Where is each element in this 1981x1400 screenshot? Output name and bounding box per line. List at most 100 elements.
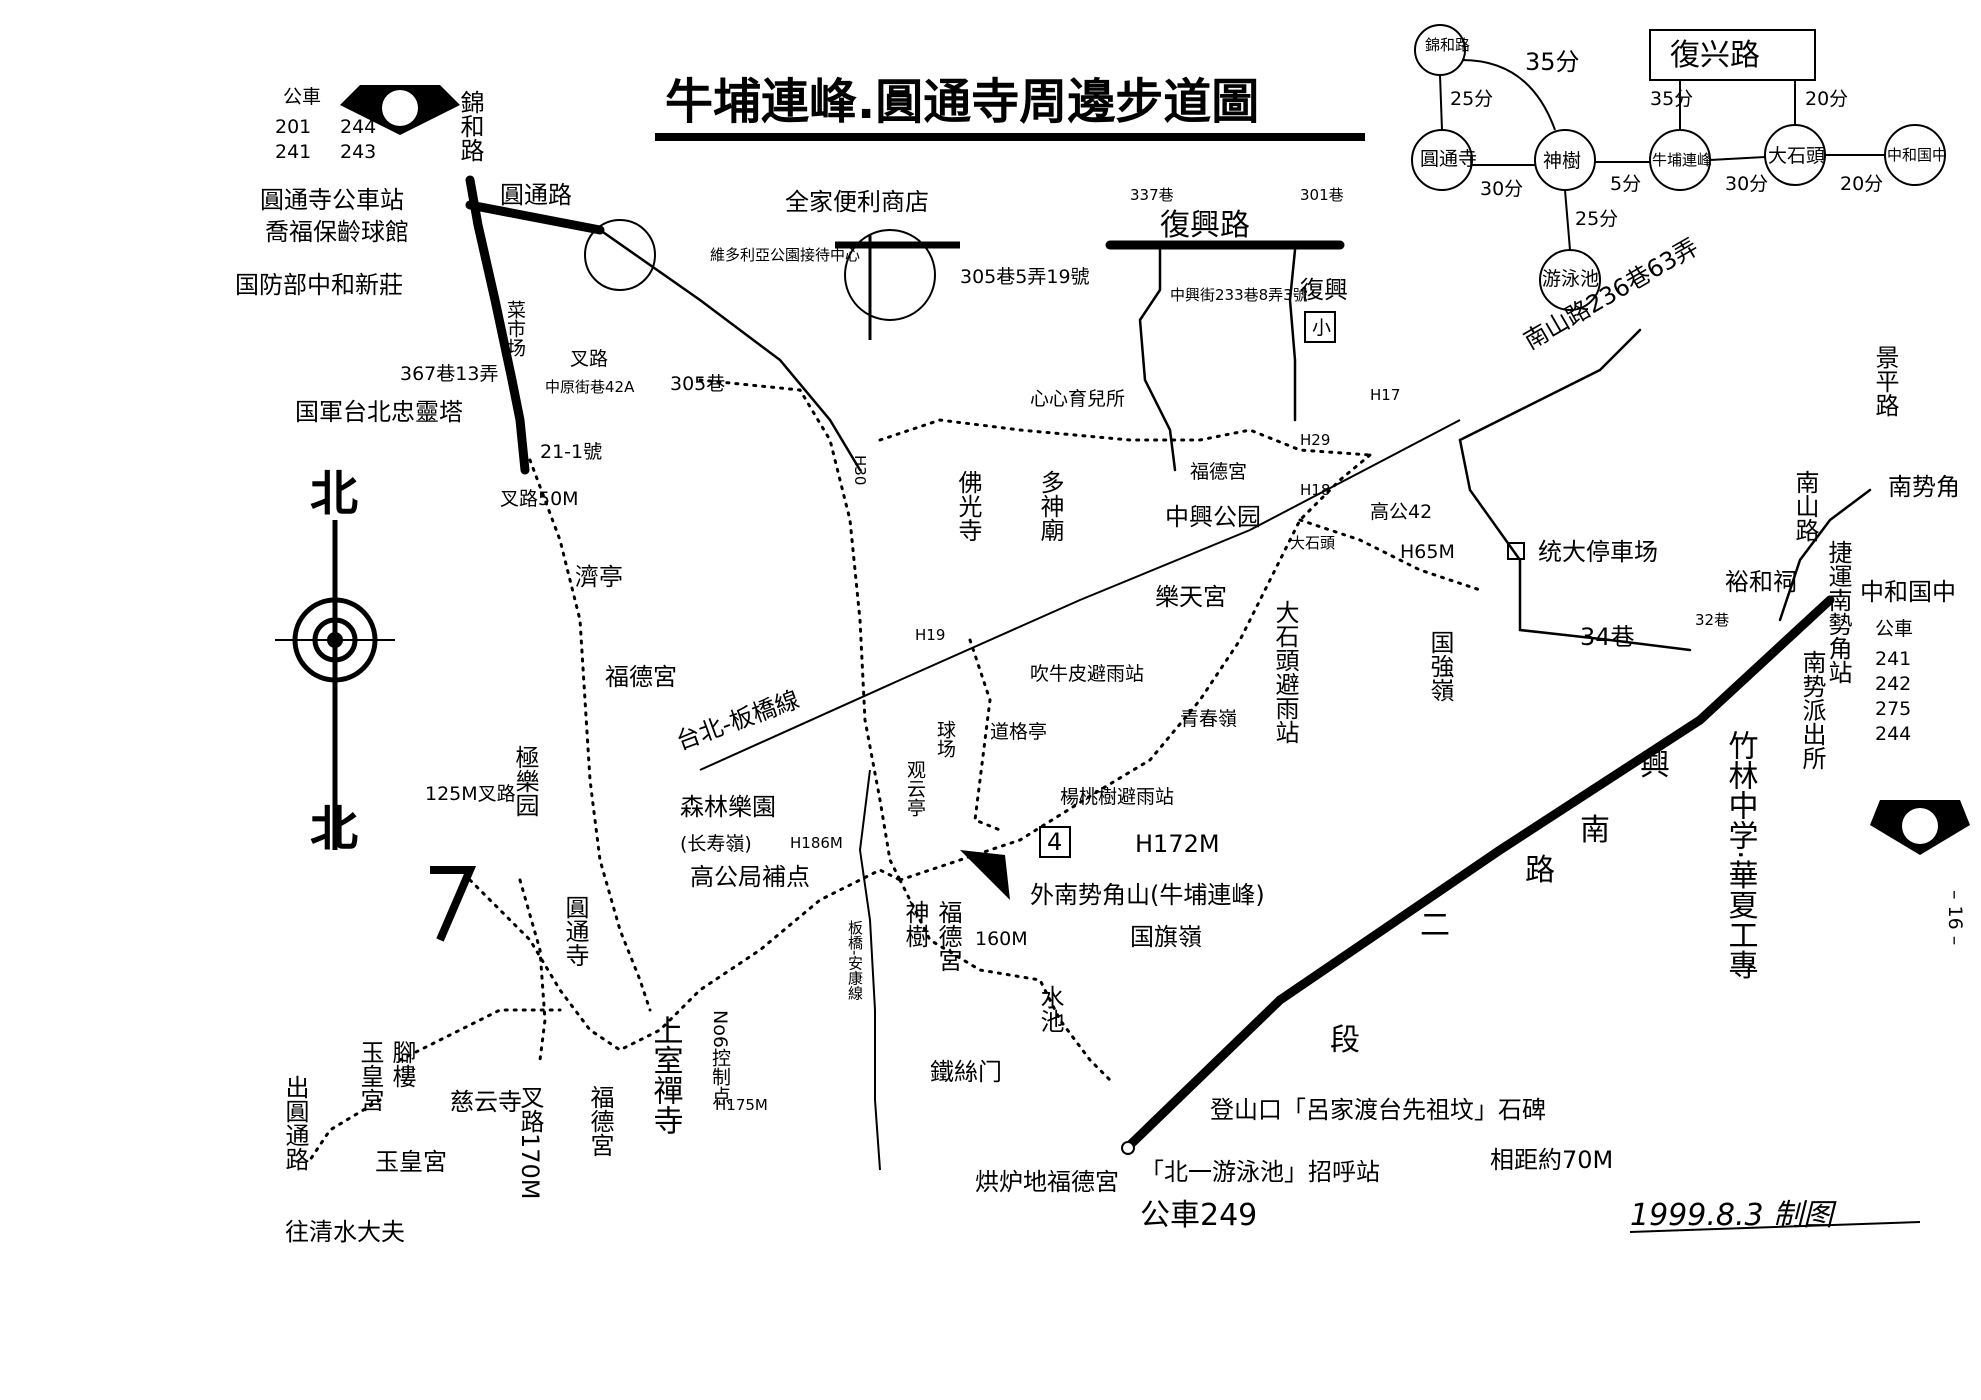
place-zhongxing-st: 中興街233巷8弄3號 [1170,286,1308,304]
road-banqiao-label: 板橋-安康線 [846,919,864,1000]
route-road-label: 復兴路 [1670,38,1760,73]
route-time-5: 5分 [1610,173,1641,195]
place-guoqi: 国旗嶺 [1130,923,1202,951]
place-fork-170: 叉路170M [516,1085,544,1200]
parking-box [1507,542,1525,560]
road-jinhe-label: 錦和路 [456,90,484,162]
place-fork-125: 125M叉路 [425,783,516,805]
place-fork-road: 叉路 [570,348,608,370]
road-nanshan-236-label: 南山路236巷63弄 [1519,233,1703,355]
place-zhonghe-high: 中和国中 [1860,578,1956,606]
logo-right [1870,800,1970,855]
place-shangshi: 上室禪寺 [648,1015,684,1135]
road-32-label: 32巷 [1695,611,1729,629]
place-pagoda: 国軍台北忠靈塔 [295,398,463,426]
place-jile: 極樂园 [511,745,539,817]
place-bowling: 喬福保齡球館 [265,218,409,246]
fork-125-hook [430,866,477,942]
place-datou-small: 大石頭 [1290,534,1335,552]
place-qiuchang: 球场 [934,720,956,758]
place-fuxing-small: 小 [1312,317,1331,339]
place-21-1: 21-1號 [540,441,602,463]
place-fude-1: 福德宮 [605,663,677,691]
trail-fork125 [518,878,547,1062]
inset-yuantong [584,219,656,291]
place-weiduoli: 維多利亞公園接待中心 [710,246,860,264]
route-node-pool-label: 游泳池 [1542,268,1599,290]
place-h29: H29 [1300,431,1330,449]
place-datou-shelter: 大石頭避雨站 [1271,600,1299,744]
place-tongda-parking: 统大停車场 [1538,538,1658,566]
place-guoqiang: 国強嶺 [1426,630,1454,702]
trail-west [528,458,652,1012]
place-shenshu: 神樹 [901,900,929,948]
road-yuantong-label: 圓通路 [500,181,572,209]
place-family-mart: 全家便利商店 [785,188,929,216]
place-qingchun: 青春嶺 [1180,708,1237,730]
route-time-8: 20分 [1805,88,1848,110]
road-xingnan-char-5: 段 [1330,1023,1360,1058]
place-lane-367: 367巷13弄 [400,363,498,385]
place-jieyun: 捷運南勢角站 [1824,540,1852,684]
route-time-6: 35分 [1650,88,1693,110]
north-label: 北 [310,466,358,522]
place-fuxing-elem: 復興 [1300,276,1348,304]
road-337-label: 337巷 [1130,186,1174,204]
route-node-datou-label: 大石頭 [1768,145,1825,167]
place-guanyun: 观云亭 [904,760,926,817]
road-banqiao-line [858,769,881,1171]
place-chu-yuantong: 出圓通路 [281,1075,309,1171]
place-zhongyuan: 中原街巷42A [545,378,635,396]
place-h18: H18 [1300,481,1330,499]
xingnan-road-line [1125,595,1835,1150]
route-time-3: 30分 [1480,178,1523,200]
place-jiao-lou: 腳樓 [388,1040,416,1088]
map-title: 牛埔連峰.圓通寺周邊步道圖 [665,74,1259,130]
route-time-4: 25分 [1575,208,1618,230]
road-nanshan236-line [1458,328,1642,442]
page-number: – 16 – [1944,890,1966,945]
road-xingnan-char-1: 興 [1640,748,1670,783]
road-nanshan-line [1778,488,1872,622]
trail-yuhuang [308,1098,382,1162]
route-node-yuantong-label: 圓通寺 [1420,148,1477,170]
route-time-9: 20分 [1840,173,1883,195]
peak-number-box [1039,826,1071,858]
place-ciyun: 慈云寺 [450,1088,522,1116]
place-h65: H65M [1400,541,1455,563]
place-qingshui: 往清水大夫 [285,1218,405,1246]
place-xinxin: 心心育兒所 [1030,388,1125,410]
road-jingping-label: 景平路 [1871,345,1899,417]
trail-ciyun [398,1008,562,1062]
north-compass [275,520,395,850]
bus-label-right: 公車 [1875,618,1913,640]
trail-central [698,378,902,882]
place-fork-50m: 叉路50M [500,488,579,510]
bus-right-241: 241 [1875,648,1911,670]
place-changshou: (长寿嶺) [680,833,752,855]
jinhe-road-line [465,175,530,475]
place-dengshan: 登山口「呂家渡台先祖坟」石碑 [1210,1096,1546,1124]
bus-stop-dot [1121,1141,1135,1155]
place-hongludi: 烘炉地福德宮 [975,1168,1119,1196]
place-h172: H172M [1135,830,1220,858]
place-fude-4: 福德宮 [586,1085,614,1157]
inset-family-mart [844,229,936,321]
road-305-line [598,228,862,472]
place-shuichi: 水池 [1036,985,1064,1033]
place-tieshumen: 鐵絲门 [930,1058,1002,1086]
place-h17: H17 [1370,386,1400,404]
route-diagram: 復兴路 錦和路 圓通寺 神樹 游泳池 牛埔連峰 大石頭 中和国中 25分 35分… [1411,24,1947,311]
place-chuiniu: 吹牛皮避雨站 [1030,663,1144,685]
place-gaogong-bushi: 高公局補点 [690,863,810,891]
road-301-label: 301巷 [1300,186,1344,204]
place-n06: No6控制点 [709,1010,731,1105]
route-node-niupu-label: 牛埔連峰 [1652,151,1712,169]
road-305-label: 305巷 [670,373,725,395]
place-daoge: 道格亭 [990,721,1047,743]
route-time-7: 30分 [1725,173,1768,195]
road-337-line [1138,248,1177,472]
school-box [1304,311,1336,343]
bus-route-244: 244 [340,116,376,138]
trail-south [468,868,902,1052]
